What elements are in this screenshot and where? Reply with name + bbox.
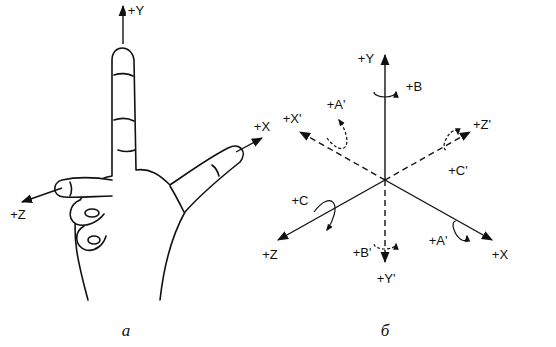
axis-label: +Y' (375, 271, 398, 286)
rotation-arrows (314, 92, 467, 249)
axis-label: +C' (446, 163, 469, 178)
axis-label: +A' (427, 233, 450, 248)
axis-label: +Z (8, 207, 28, 222)
axis-label: +Z (260, 247, 280, 262)
panel-letter: а (120, 321, 133, 340)
axis-label: +X (252, 119, 272, 134)
axis-label: +X (490, 247, 510, 262)
hand-drawing (55, 48, 243, 300)
hand-axes (22, 6, 262, 202)
axis-label: +Y (356, 51, 376, 66)
coordinate-axes (278, 55, 492, 262)
axis-label: +Z' (471, 117, 493, 132)
axis-label: +Y (126, 3, 146, 18)
axis-label: +B' (351, 245, 374, 260)
axis-label: +B (404, 79, 424, 94)
panel-letter: б (379, 321, 392, 340)
axis-label: +C (290, 193, 311, 208)
axis-label: +X' (281, 111, 304, 126)
axis-label: +A' (325, 97, 348, 112)
